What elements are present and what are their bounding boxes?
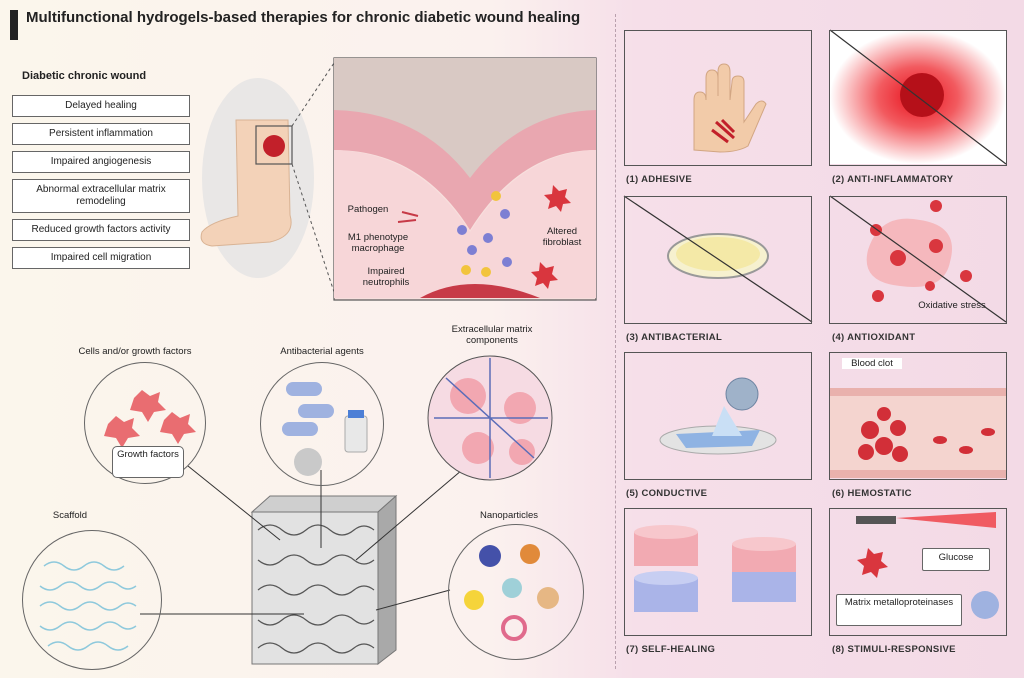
wound-cross-section <box>333 57 597 301</box>
figure-title: Multifunctional hydrogels-based therapie… <box>26 9 581 26</box>
cells-circle <box>84 362 206 484</box>
foot-illustration <box>200 78 314 278</box>
tile-stimuli-responsive <box>829 508 1007 636</box>
antibacterial-label: Antibacterial agents <box>280 346 364 357</box>
scaffold-label: Scaffold <box>52 510 88 521</box>
hydrogel-cube <box>250 494 398 666</box>
ecm-contents <box>427 355 553 481</box>
blood-clot-label: Blood clot <box>842 358 902 369</box>
section-divider <box>615 14 616 669</box>
wound-feature-item: Impaired angiogenesis <box>12 151 190 173</box>
neutrophil-label: Impaired neutrophils <box>362 266 410 288</box>
tile-antibacterial <box>624 196 812 324</box>
tile-label: (3) ANTIBACTERIAL <box>626 332 723 343</box>
tile-label: (5) CONDUCTIVE <box>626 488 708 499</box>
wound-feature-list: Delayed healing Persistent inflammation … <box>12 95 190 275</box>
tile-self-healing <box>624 508 812 636</box>
tile-label: (4) ANTIOXIDANT <box>832 332 916 343</box>
tile-label: (7) SELF-HEALING <box>626 644 716 655</box>
nanoparticles-circle <box>448 524 584 660</box>
tile-label: (6) HEMOSTATIC <box>832 488 912 499</box>
growth-factors-box: Growth factors <box>112 446 184 478</box>
oxidative-stress-label: Oxidative stress <box>918 300 986 311</box>
tile-antioxidant <box>829 196 1007 324</box>
mmp-box: Matrix metalloproteinases <box>836 594 962 626</box>
wound-feature-item: Abnormal extracellular matrix remodeling <box>12 179 190 213</box>
hand-illustration <box>693 63 767 153</box>
wound-feature-item: Persistent inflammation <box>12 123 190 145</box>
cells-label: Cells and/or growth factors <box>78 346 192 357</box>
glucose-box: Glucose <box>922 548 990 571</box>
tile-label: (1) ADHESIVE <box>626 174 693 185</box>
wound-heading: Diabetic chronic wound <box>22 70 147 82</box>
tile-adhesive <box>624 30 812 166</box>
wound-feature-item: Delayed healing <box>12 95 190 117</box>
macrophage-label: M1 phenotype macrophage <box>347 232 409 254</box>
fibroblast-label: Altered fibroblast <box>542 226 582 248</box>
antibacterial-circle <box>260 362 384 486</box>
ecm-label: Extracellular matrix components <box>451 324 533 346</box>
wound-feature-item: Impaired cell migration <box>12 247 190 269</box>
tile-hemostatic <box>829 352 1007 480</box>
title-marker <box>10 10 18 40</box>
nanoparticles-label: Nanoparticles <box>479 510 539 521</box>
scaffold-circle <box>22 530 162 670</box>
self-healing-cylinders <box>634 525 796 612</box>
pathogen-label: Pathogen <box>347 204 389 215</box>
tile-conductive <box>624 352 812 480</box>
tile-anti-inflammatory <box>829 30 1007 166</box>
tile-label: (2) ANTI-INFLAMMATORY <box>832 174 954 185</box>
tile-label: (8) STIMULI-RESPONSIVE <box>832 644 956 655</box>
wound-feature-item: Reduced growth factors activity <box>12 219 190 241</box>
